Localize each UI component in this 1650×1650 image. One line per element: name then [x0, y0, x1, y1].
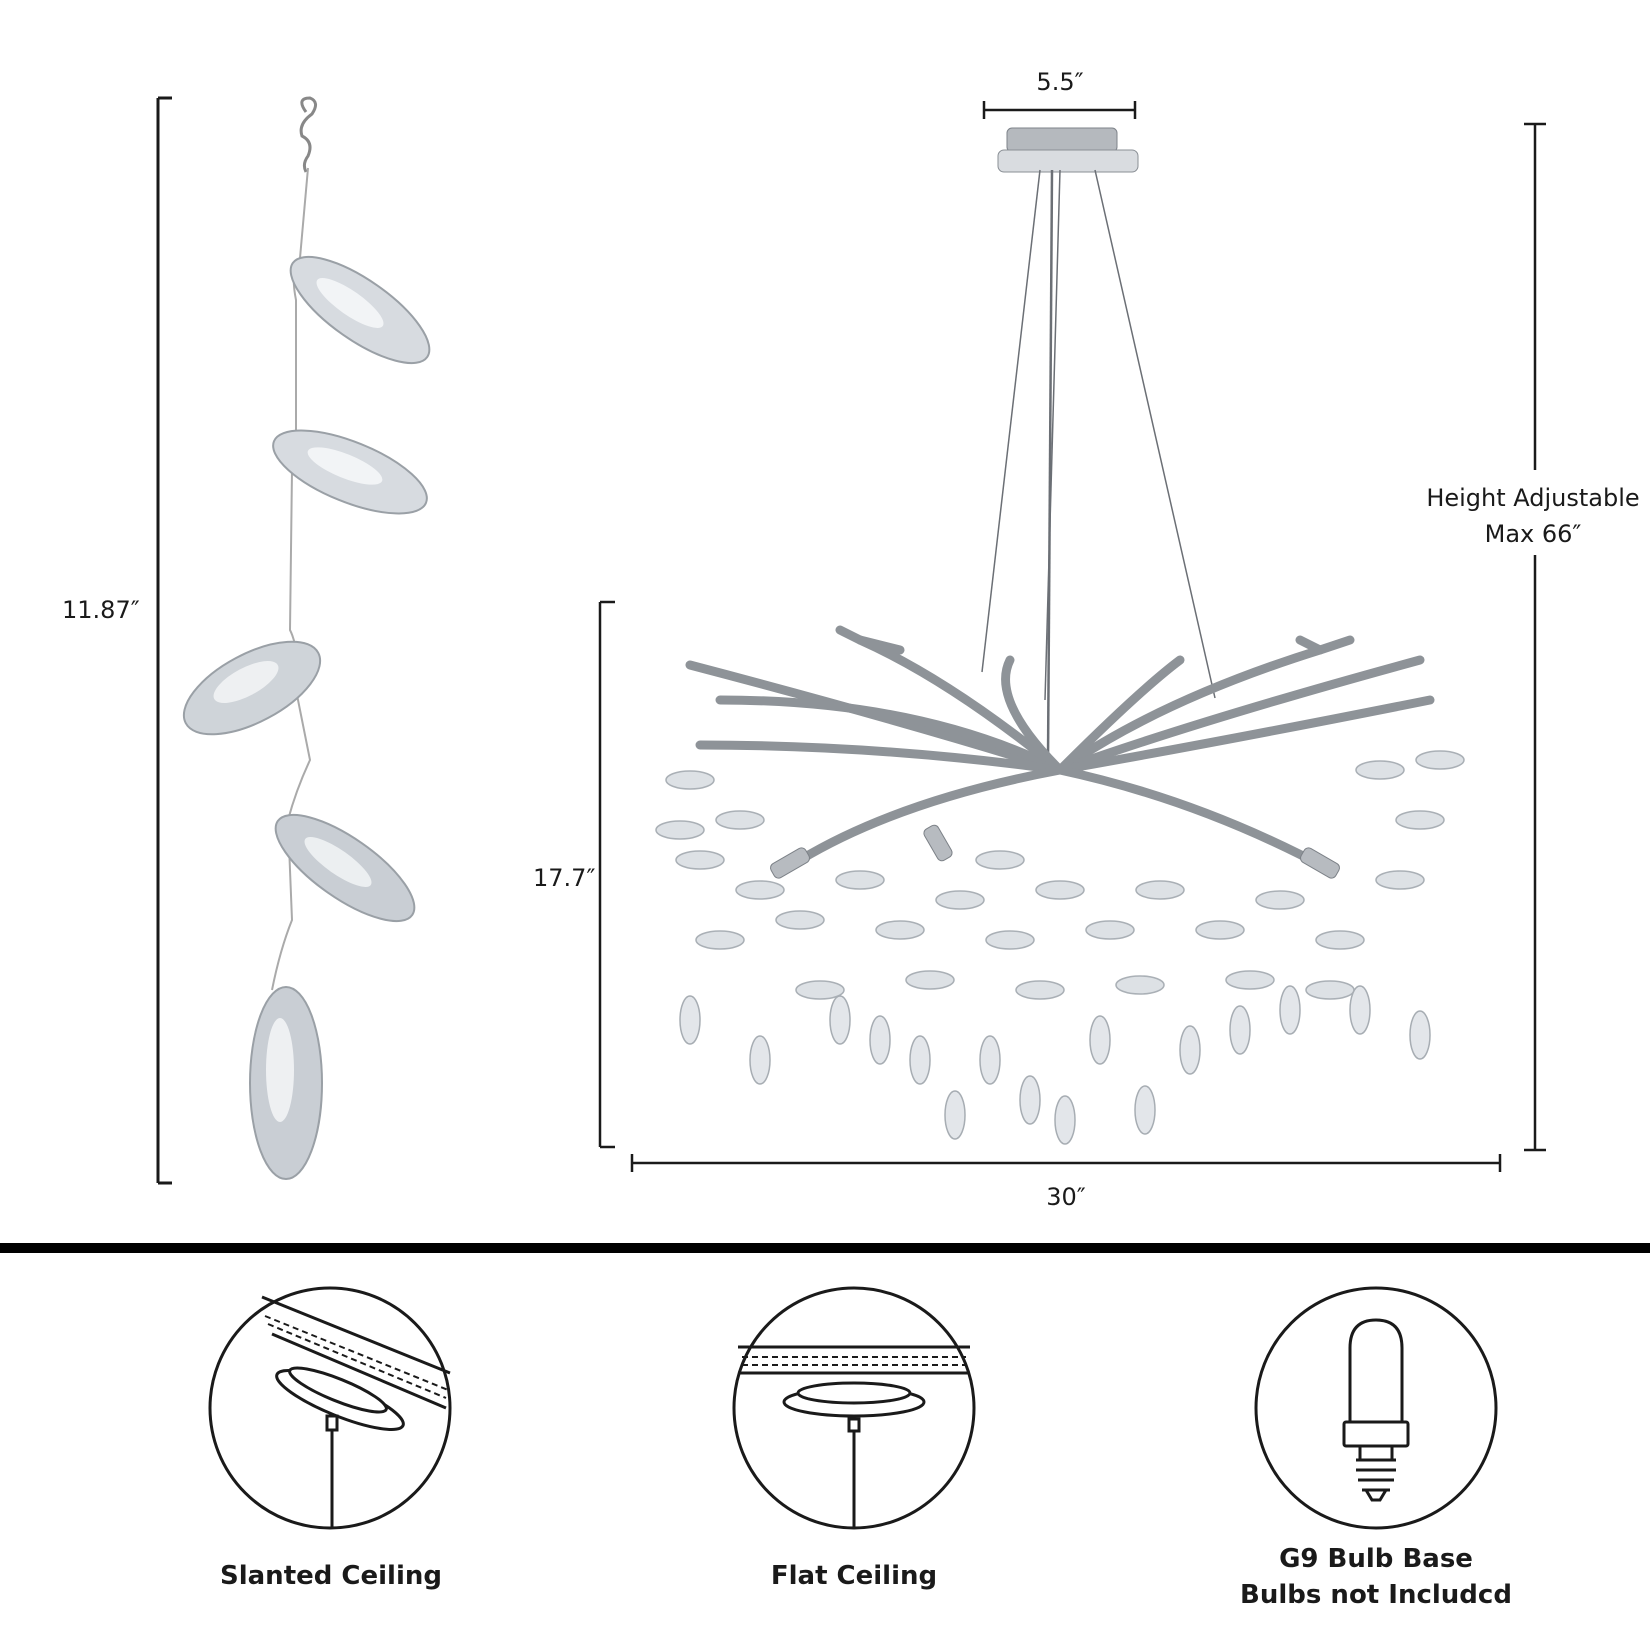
crystal-drop [182, 640, 322, 736]
height-adjustable-dimension [1524, 122, 1546, 1152]
chandelier-body [655, 625, 1465, 1145]
strand-length-label: 11.87″ [62, 596, 140, 624]
g9-bulb-icon [1254, 1286, 1498, 1530]
fixture-width-dimension [630, 1154, 1502, 1172]
canopy-width-dimension [982, 101, 1137, 119]
crystal-drop [289, 255, 431, 365]
height-adjustable-line1: Height Adjustable [1426, 484, 1640, 512]
fixture-width-label: 30″ [1046, 1183, 1086, 1211]
chrome-branches [685, 625, 1435, 875]
strand-height-bracket [156, 96, 172, 1185]
section-divider [0, 1243, 1650, 1253]
flat-ceiling-caption: Flat Ceiling [770, 1561, 938, 1591]
crystal-strand [182, 96, 431, 1180]
ceiling-canopy [981, 127, 1216, 761]
bulb-caption-line2: Bulbs not Includcd [1240, 1580, 1512, 1610]
fixture-height-dimension [598, 600, 615, 1149]
slanted-ceiling-caption: Slanted Ceiling [220, 1561, 442, 1591]
bulb-caption-line1: G9 Bulb Base [1279, 1544, 1473, 1574]
crystal-drop [274, 813, 416, 923]
bulb-sockets [770, 824, 1340, 879]
flat-ceiling-icon [732, 1286, 976, 1530]
bulb-caption: G9 Bulb Base Bulbs not Includcd [1240, 1541, 1512, 1613]
slanted-ceiling-icon [208, 1286, 452, 1530]
fixture-height-label: 17.7″ [533, 864, 596, 892]
crystal-drop [249, 986, 323, 1180]
crystal-drop [272, 429, 428, 515]
canopy-width-label: 5.5″ [1036, 68, 1084, 96]
height-adjustable-label: Height Adjustable Max 66″ [1426, 480, 1639, 552]
height-adjustable-line2: Max 66″ [1484, 520, 1582, 548]
crystal-pendants [679, 985, 1431, 1145]
